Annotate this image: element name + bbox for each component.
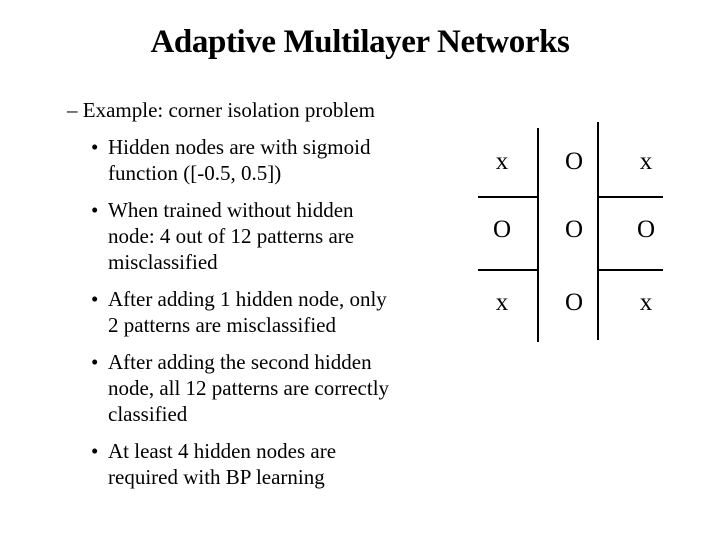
pattern-cell: O [564,216,584,243]
grid-line-horizontal-bottom-left [478,269,537,271]
bullet-text-line: node: 4 out of 12 patterns are [108,224,355,248]
bullet-icon: • [91,198,99,222]
bullet-text-line: node, all 12 patterns are correctly [108,376,390,400]
pattern-cell: O [636,216,656,243]
pattern-cell: x [495,148,509,175]
slide-title: Adaptive Multilayer Networks [150,24,570,60]
pattern-cell: O [564,148,584,175]
bullet-icon: • [91,439,99,463]
bullet-text-line: After adding the second hidden [108,350,372,374]
bullet-text-line: Hidden nodes are with sigmoid [108,135,371,159]
content-block: – Example: corner isolation problem • Hi… [67,97,467,490]
grid-line-vertical-left [537,128,539,342]
bullet-item: • When trained without hidden node: 4 ou… [67,197,467,275]
bullet-icon: • [91,287,99,311]
bullet-text-line: function ([-0.5, 0.5]) [108,161,282,185]
pattern-cell: O [564,289,584,316]
bullet-icon: • [91,350,99,374]
bullet-item: • At least 4 hidden nodes are required w… [67,438,467,490]
bullet-item: • After adding 1 hidden node, only 2 pat… [67,286,467,338]
grid-line-horizontal-top-left [478,196,537,198]
bullet-text-line: classified [108,402,188,426]
bullet-text-line: required with BP learning [108,465,325,489]
pattern-cell: x [495,289,509,316]
bullet-item: • After adding the second hidden node, a… [67,349,467,427]
example-heading: – Example: corner isolation problem [67,98,375,122]
bullet-text-line: 2 patterns are misclassified [108,313,337,337]
bullet-text-line: When trained without hidden [108,198,354,222]
pattern-cell: O [492,216,512,243]
bullet-icon: • [91,135,99,159]
bullet-text-line: After adding 1 hidden node, only [108,287,387,311]
grid-line-horizontal-top-right [598,196,663,198]
bullet-item: • Hidden nodes are with sigmoid function… [67,134,467,186]
pattern-cell: x [639,148,653,175]
grid-line-horizontal-bottom-right [598,269,663,271]
bullet-text-line: misclassified [108,250,218,274]
pattern-cell: x [639,289,653,316]
grid-line-vertical-right [597,122,599,340]
corner-pattern-figure: x O x O O O x O x [455,105,700,355]
bullet-text-line: At least 4 hidden nodes are [108,439,337,463]
